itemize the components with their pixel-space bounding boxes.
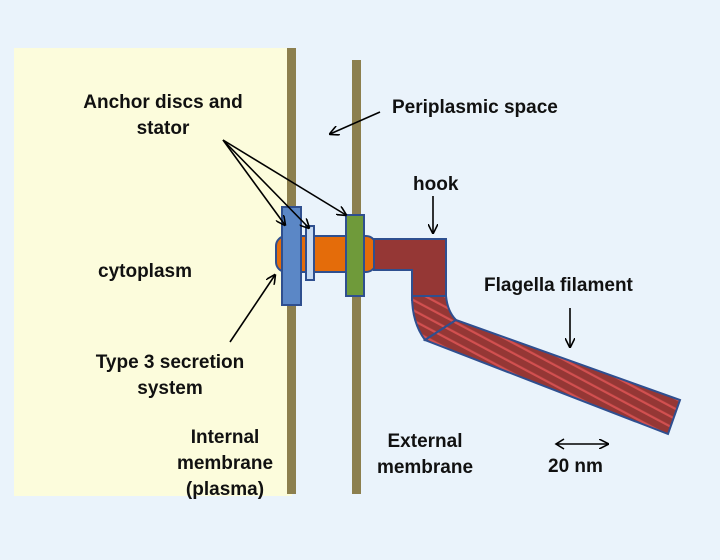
label-t3ss-line2: system [137,378,203,399]
anchor-disc-green [345,214,365,297]
label-t3ss-line1: Type 3 secretion [95,352,245,373]
arrow-t3ss [229,275,275,343]
stator-disc [305,225,315,281]
cytoplasm-region [14,48,292,496]
label-t3ss: Type 3 secretion system [80,350,260,402]
label-scale: 20 nm [548,456,603,477]
label-hook: hook [413,174,459,195]
label-periplasmic-space: Periplasmic space [392,97,558,118]
label-internal-line2: membrane [176,453,274,474]
arrow-anchor-blue [222,139,285,225]
scale-bar-left-head [554,438,565,450]
label-external-line2: membrane [376,457,474,478]
hook-shape [373,238,447,301]
label-anchor-line2: stator [136,118,190,139]
arrow-anchor-green [222,139,346,215]
label-internal-line3: (plasma) [185,479,265,500]
arrow-anchor-stator [222,139,309,228]
label-internal-line1: Internal [190,427,260,448]
anchor-disc-blue [281,206,302,306]
arrow-periplasm [330,111,381,134]
label-internal-membrane: Internal membrane (plasma) [160,425,290,503]
label-external-membrane: External membrane [360,429,490,481]
label-anchor-line1: Anchor discs and [83,92,243,113]
label-flagella-filament: Flagella filament [484,275,633,296]
label-cytoplasm: cytoplasm [98,261,192,282]
label-anchor-discs: Anchor discs and stator [70,90,256,142]
flagella-filament [422,318,682,436]
label-external-line1: External [387,431,463,452]
